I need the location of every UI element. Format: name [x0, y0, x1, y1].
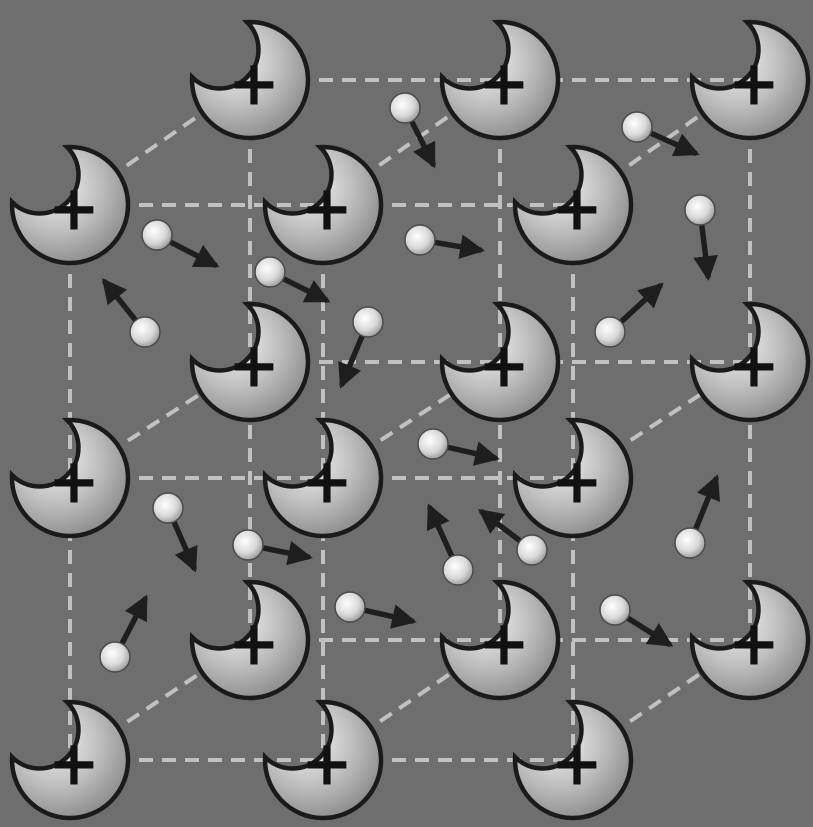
electron-motion-arrow — [430, 508, 451, 555]
lattice-grid-lines — [70, 80, 750, 760]
ion-charge-label: + — [48, 445, 100, 518]
ion-charge-label: + — [728, 607, 780, 680]
ion-charge-label: + — [228, 329, 280, 402]
free-electron-icon — [142, 220, 172, 250]
ion-charge-label: + — [551, 172, 603, 245]
ion-charge-label: + — [228, 47, 280, 120]
ion-charge-label: + — [728, 329, 780, 402]
free-electron-icon — [335, 592, 365, 622]
free-electron-icon — [622, 112, 652, 142]
ion-charge-label: + — [551, 445, 603, 518]
electron-motion-arrow — [412, 122, 433, 164]
free-electron-icon — [675, 528, 705, 558]
electron-motion-arrow — [482, 512, 519, 540]
ion-charge-label: + — [478, 47, 530, 120]
positive-ion-icon: + — [192, 22, 308, 138]
free-electron-icon — [405, 225, 435, 255]
electron-motion-arrow — [284, 279, 326, 300]
ion-charge-label: + — [301, 727, 353, 800]
free-electron-icon — [443, 555, 473, 585]
electron-motion-arrow — [171, 242, 215, 265]
free-electron-icon — [600, 595, 630, 625]
electron-motion-arrow — [105, 282, 135, 320]
ion-charge-label: + — [301, 445, 353, 518]
ion-charge-label: + — [228, 607, 280, 680]
ion-charge-label: + — [478, 329, 530, 402]
free-electron-icon — [100, 642, 130, 672]
free-electron-icon — [130, 317, 160, 347]
electron-motion-arrow — [449, 448, 495, 459]
ion-charge-label: + — [48, 727, 100, 800]
electron-motion-arrow — [174, 523, 194, 568]
ion-charge-label: + — [478, 607, 530, 680]
ion-charge-label: + — [301, 172, 353, 245]
free-electron-icon — [233, 530, 263, 560]
electron-motion-arrow — [366, 611, 412, 622]
electron-motion-arrow — [436, 243, 480, 250]
free-electron-icon — [517, 535, 547, 565]
free-electron-icon — [390, 93, 420, 123]
electron-motion-arrow — [264, 548, 308, 557]
positive-ion-icon: + — [12, 147, 128, 263]
electron-motion-arrow — [702, 226, 708, 276]
ion-charge-label: + — [728, 47, 780, 120]
electron-motion-arrow — [122, 599, 145, 643]
ion-charge-label: + — [551, 727, 603, 800]
free-electron-icon — [255, 257, 285, 287]
ion-charge-label: + — [48, 172, 100, 245]
electron-motion-arrow — [622, 286, 660, 321]
free-electron-icon — [353, 307, 383, 337]
free-electron-icon — [153, 493, 183, 523]
positive-ion-icon: + — [692, 22, 808, 138]
free-electron-icon — [595, 317, 625, 347]
electron-motion-arrow — [696, 479, 716, 528]
free-electron-icon — [418, 429, 448, 459]
free-electron-icon — [685, 195, 715, 225]
